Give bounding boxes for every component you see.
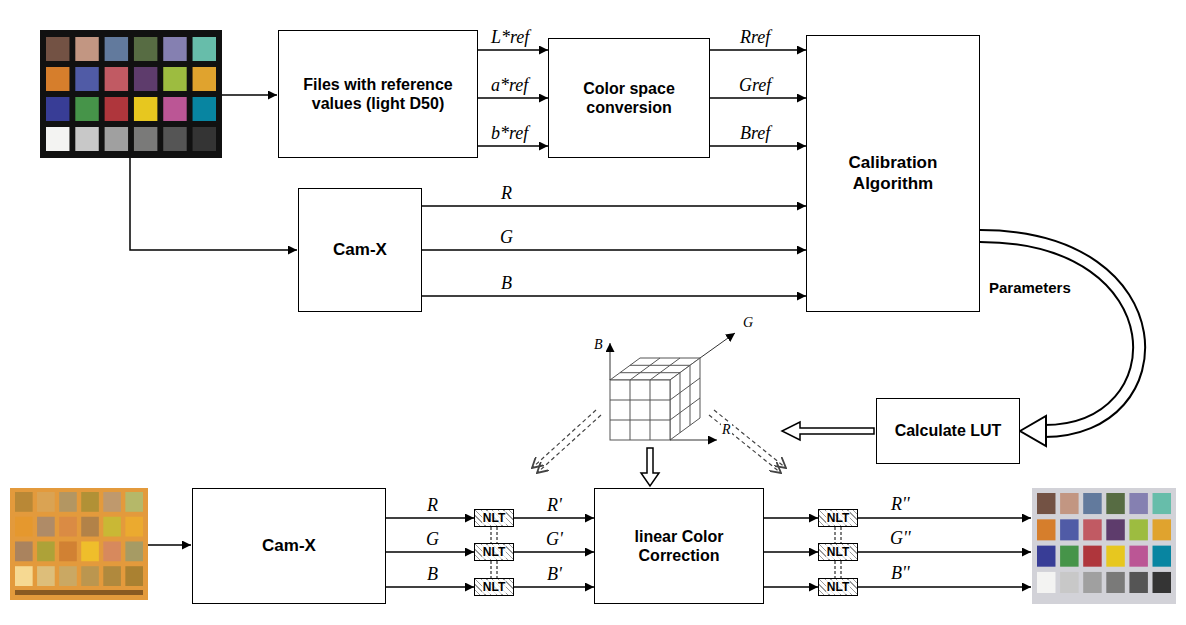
signal-label: B''	[890, 564, 911, 584]
nlt-block: NLT	[818, 543, 858, 561]
nlt-block: NLT	[474, 509, 514, 527]
color-checker-corrected	[1032, 488, 1176, 604]
signal-line	[710, 98, 806, 99]
axis-label: G	[742, 315, 754, 330]
axis-label: R	[721, 422, 732, 437]
signal-line	[710, 50, 806, 51]
signal-line	[764, 552, 818, 553]
process-box: linear Color Correction	[594, 488, 764, 604]
process-box: Cam-X	[298, 188, 422, 312]
box-label: NLT	[482, 545, 506, 559]
signal-label: B'	[545, 565, 564, 585]
box-label: NLT	[826, 580, 850, 594]
signal-label: Rref	[738, 28, 772, 48]
process-box: Cam-X	[192, 488, 386, 604]
signal-label: B	[425, 565, 440, 585]
signal-label: R	[425, 496, 440, 516]
box-label: Files with reference values (light D50)	[286, 75, 470, 113]
box-label: Color space conversion	[556, 79, 702, 117]
box-label: NLT	[826, 545, 850, 559]
signal-label: R''	[890, 495, 911, 515]
signal-line	[764, 518, 818, 519]
box-label: NLT	[482, 511, 506, 525]
signal-line	[764, 587, 818, 588]
process-box: Color space conversion	[548, 38, 710, 158]
signal-label: Bref	[738, 124, 772, 144]
signal-label: G	[424, 530, 441, 550]
signal-line	[422, 250, 806, 251]
color-checker-uncorrected	[10, 488, 148, 600]
signal-line	[710, 146, 806, 147]
signal-label: G	[498, 228, 515, 248]
nlt-block: NLT	[474, 543, 514, 561]
signal-line	[386, 552, 474, 553]
signal-line	[478, 98, 548, 99]
lut-dashed-arrows	[532, 410, 786, 473]
nlt-block: NLT	[474, 578, 514, 596]
signal-label: b*ref	[489, 124, 530, 144]
signal-line	[478, 146, 548, 147]
process-box: Files with reference values (light D50)	[278, 30, 478, 158]
signal-line	[514, 587, 594, 588]
signal-line	[514, 552, 594, 553]
signal-line	[422, 206, 806, 207]
box-label: NLT	[826, 511, 850, 525]
color-checker-reference	[40, 30, 222, 158]
signal-label: G''	[889, 529, 912, 549]
signal-label: R'	[545, 496, 564, 516]
signal-label: L*ref	[489, 28, 531, 48]
signal-label: R	[499, 184, 514, 204]
box-label: Calculate LUT	[895, 421, 1002, 440]
box-label: Cam-X	[333, 240, 387, 260]
signal-label: a*ref	[489, 76, 530, 96]
lut-hollow-arrows	[641, 422, 874, 486]
signal-label: Parameters	[987, 280, 1073, 297]
box-label: linear Color Correction	[602, 527, 756, 565]
box-label: Cam-X	[262, 536, 316, 556]
axis-label: B	[593, 337, 604, 352]
box-label: Calibration Algorithm	[814, 153, 972, 194]
signal-label: B	[499, 274, 514, 294]
signal-line	[422, 296, 806, 297]
signal-label: G'	[544, 530, 565, 550]
signal-line	[386, 587, 474, 588]
box-label: NLT	[482, 580, 506, 594]
process-box: Calibration Algorithm	[806, 35, 980, 312]
signal-line	[514, 518, 594, 519]
signal-line	[478, 50, 548, 51]
signal-line	[386, 518, 474, 519]
nlt-block: NLT	[818, 578, 858, 596]
process-box: Calculate LUT	[876, 398, 1020, 464]
nlt-block: NLT	[818, 509, 858, 527]
lut-cube	[610, 358, 700, 440]
signal-label: Gref	[737, 76, 773, 96]
cube-axes	[610, 333, 735, 440]
